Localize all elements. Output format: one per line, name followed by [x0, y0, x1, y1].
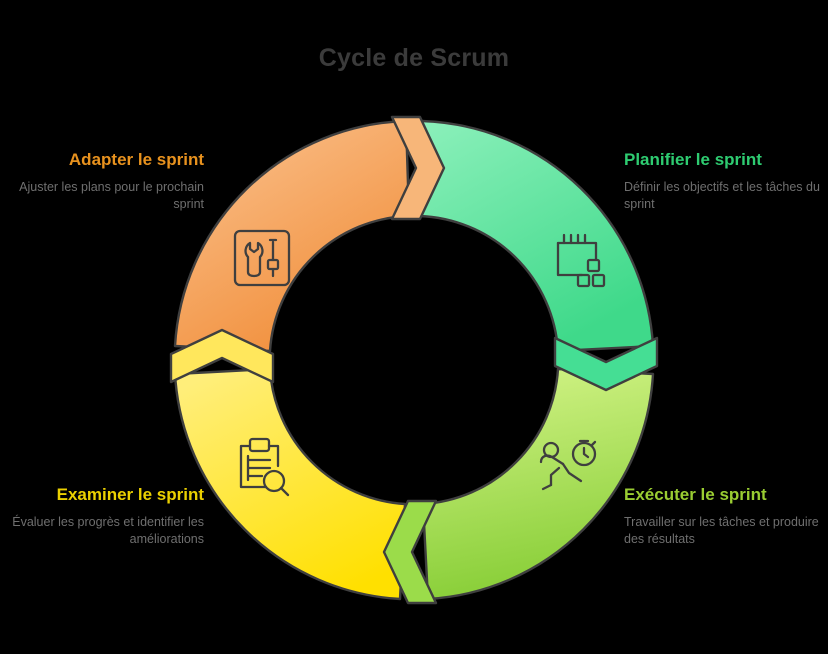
- label-title-exec: Exécuter le sprint: [624, 485, 767, 504]
- notepad-tasks-icon: [556, 233, 606, 288]
- label-title-review: Examiner le sprint: [56, 485, 204, 504]
- label-desc-adapt: Ajuster les plans pour le prochain sprin…: [19, 180, 204, 211]
- label-desc-plan: Définir les objectifs et les tâches du s…: [624, 180, 820, 211]
- connector-bottom-arrow[interactable]: [382, 499, 438, 605]
- segment-plan-arc[interactable]: [417, 119, 655, 353]
- connector-right-arrow[interactable]: [553, 336, 659, 392]
- segment-exec-arc[interactable]: [421, 367, 655, 601]
- connector-left-arrow[interactable]: [169, 328, 275, 384]
- clipboard-magnifier-icon: [239, 437, 290, 497]
- label-block-exec: Exécuter le sprint Travailler sur les tâ…: [624, 485, 820, 548]
- segment-adapt-arc[interactable]: [173, 119, 411, 353]
- label-desc-review: Évaluer les progrès et identifier les am…: [12, 515, 204, 546]
- label-title-plan: Planifier le sprint: [624, 150, 762, 169]
- page-title: Cycle de Scrum: [318, 44, 510, 72]
- runner-stopwatch-icon: [539, 439, 597, 491]
- connector-top-arrow[interactable]: [390, 115, 446, 221]
- label-title-adapt: Adapter le sprint: [68, 150, 204, 169]
- label-block-review: Examiner le sprint Évaluer les progrès e…: [8, 485, 204, 548]
- wrench-screwdriver-icon: [233, 229, 291, 287]
- label-block-adapt: Adapter le sprint Ajuster les plans pour…: [8, 150, 204, 213]
- segment-review-arc[interactable]: [173, 367, 407, 601]
- label-desc-exec: Travailler sur les tâches et produire de…: [624, 515, 819, 546]
- label-block-plan: Planifier le sprint Définir les objectif…: [624, 150, 820, 213]
